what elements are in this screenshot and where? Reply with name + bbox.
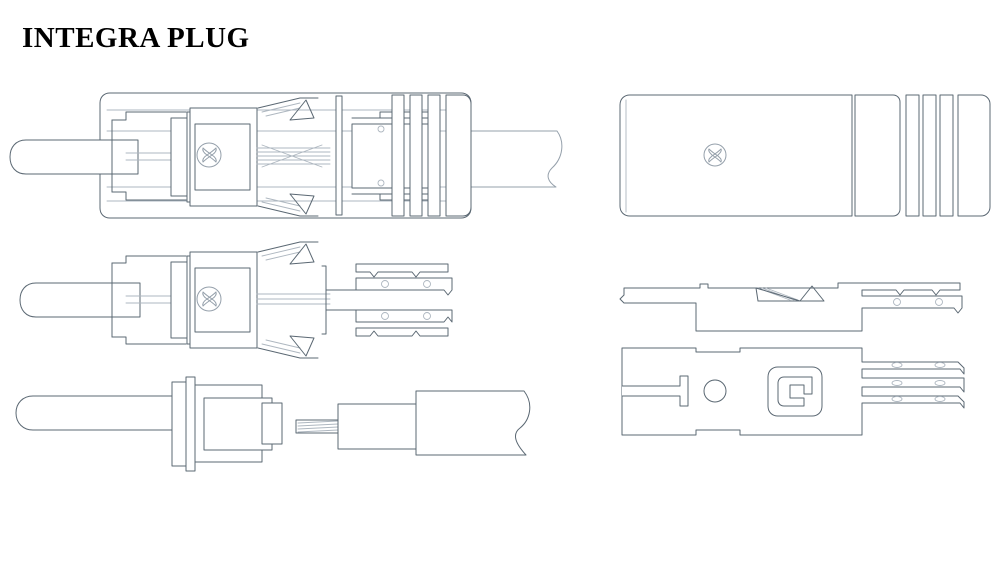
cable-exit <box>469 130 563 188</box>
tab-hole <box>934 362 946 368</box>
rear-end-cap <box>446 95 471 216</box>
tab-hole <box>934 396 946 402</box>
screw-boss-block <box>190 108 257 206</box>
view-pin-flange <box>16 377 282 471</box>
tab-hole <box>934 380 946 386</box>
assembly-crimp-wing-lower <box>322 310 452 336</box>
assembly-crimp-wing-upper <box>322 264 452 295</box>
view-cable-prepared <box>296 391 530 455</box>
t-slot <box>622 376 688 406</box>
view-outer-housing <box>620 95 990 216</box>
cable-outer-jacket <box>416 391 530 455</box>
lance-cutout-inner <box>778 377 812 406</box>
assembly-screw-boss <box>171 252 257 348</box>
assembly-pin-tip <box>20 283 140 317</box>
view-contact-assembly <box>20 242 452 358</box>
chamfer-hatch-lower <box>258 194 318 216</box>
view-flat-blank-lower <box>622 348 964 435</box>
chamfer-hatch-upper <box>258 98 318 120</box>
pin-flange-plate <box>172 377 195 471</box>
assembly-chamfer-lower <box>258 336 318 358</box>
blank-hole <box>893 298 901 306</box>
blank-upper-hatch <box>756 286 824 301</box>
contact-pin-tip <box>10 140 138 174</box>
tab-hole <box>891 396 903 402</box>
tab-hole <box>891 380 903 386</box>
conductor-strands <box>256 144 331 168</box>
page-title: INTEGRA PLUG <box>22 22 250 54</box>
tab-hole <box>891 362 903 368</box>
housing-screw-head-icon <box>703 143 727 167</box>
cable-conductor <box>296 420 340 433</box>
view-flat-blank-upper <box>620 283 962 331</box>
strain-relief-ribs <box>392 95 440 216</box>
housing-end-cap <box>958 95 990 216</box>
pilot-hole <box>704 380 726 402</box>
view-assembled-section <box>10 93 563 218</box>
pin-shaft <box>16 396 178 430</box>
pin-rear-spigot <box>262 403 282 444</box>
cable-inner-insulation <box>338 404 417 449</box>
assembly-screw-head-icon <box>196 286 222 312</box>
assembly-chamfer-upper <box>258 242 318 264</box>
lance-cutout-outer <box>768 367 822 416</box>
blank-hole <box>935 298 943 306</box>
housing-collar <box>855 95 900 216</box>
housing-main-body <box>620 95 852 216</box>
assembly-conductor-strands <box>256 293 331 305</box>
screw-head-icon <box>196 142 222 168</box>
housing-ribs <box>906 95 953 216</box>
pin-shoulder-block <box>195 385 272 462</box>
